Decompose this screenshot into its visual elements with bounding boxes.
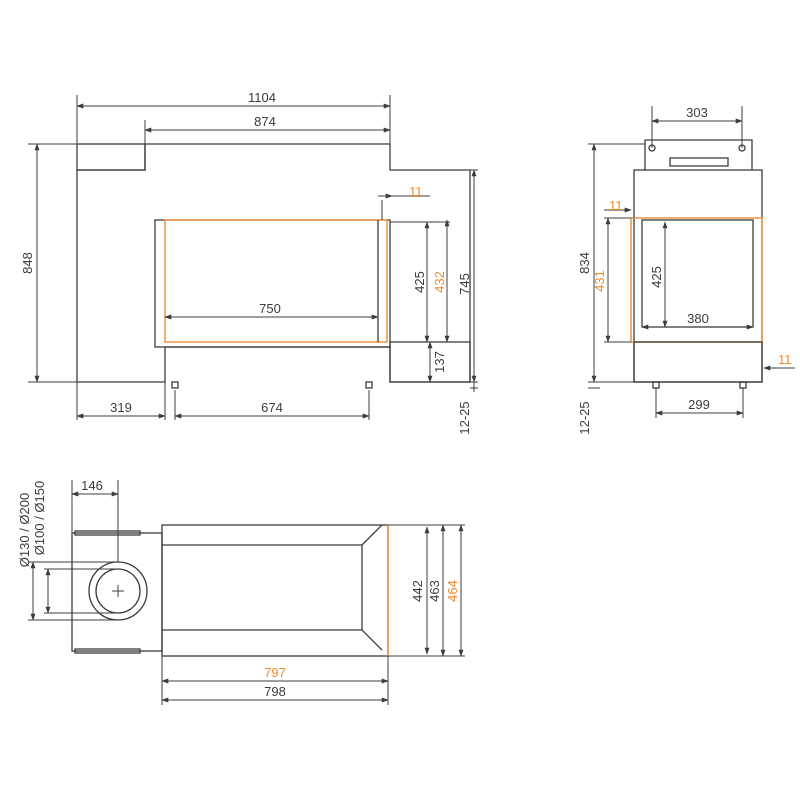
dim-front-feet-height: 12-25 [457,401,472,434]
top-view: 146 Ø130 / Ø200 Ø100 / Ø150 442 463 464 … [17,478,465,705]
dim-top-glass-width: 797 [264,665,286,680]
side-base-block [633,341,763,383]
dim-side-overall-height: 834 [577,252,592,274]
dim-top-depth-inner: 442 [410,580,425,602]
dim-front-top-width: 874 [254,114,276,129]
dim-side-glass-gap-bottom: 11 [778,352,792,367]
dim-front-left-offset: 319 [110,400,132,415]
dim-side-glass-gap-top: 11 [609,198,623,213]
dim-front-overall-height: 848 [20,252,35,274]
dim-top-flue-inner-diameters: Ø100 / Ø150 [32,481,47,555]
dim-top-flue-diameters: Ø130 / Ø200 [17,493,32,567]
dim-side-foot-spacing: 299 [688,397,710,412]
side-foot-right [739,381,747,389]
front-glass-outline [164,219,388,343]
dim-front-glass-gap: 11 [409,184,423,199]
front-firebox-frame [154,219,391,348]
front-body-outline [76,143,471,383]
side-foot-left [652,381,660,389]
top-flue-bracket-upper [74,530,141,536]
dim-front-opening-width: 750 [259,301,281,316]
dim-front-foot-spacing: 674 [261,400,283,415]
top-firebox-inner-lower [162,629,383,651]
dim-top-depth-outer: 464 [445,580,460,602]
dim-side-feet-height: 12-25 [577,401,592,434]
dim-side-opening-width: 380 [687,311,709,326]
dim-top-depth-mid: 463 [427,580,442,602]
dim-side-glass-height: 431 [592,270,607,292]
front-foot-left [171,381,179,389]
side-top-collar [644,139,753,170]
top-flue-bracket-lower [74,648,141,654]
dim-side-opening-height: 425 [649,266,664,288]
front-view: 1104 874 848 745 11 425 432 750 137 [20,90,478,435]
dim-front-opening-height: 425 [412,271,427,293]
dim-top-offset: 146 [81,478,103,493]
side-flue-slot [669,157,729,167]
front-top-collar [76,143,146,171]
side-view: 303 834 11 431 425 380 11 299 12-25 [577,105,795,435]
dim-front-base-height: 137 [432,351,447,373]
dim-front-overall-width: 1104 [248,90,276,105]
top-flue-block [71,532,163,652]
front-foot-right [365,381,373,389]
dim-front-right-height: 745 [457,273,472,295]
dim-top-firebox-width: 798 [264,684,286,699]
dim-side-top-width: 303 [686,105,708,120]
dim-front-glass-height: 432 [432,271,447,293]
top-firebox-inner-upper [162,524,383,546]
